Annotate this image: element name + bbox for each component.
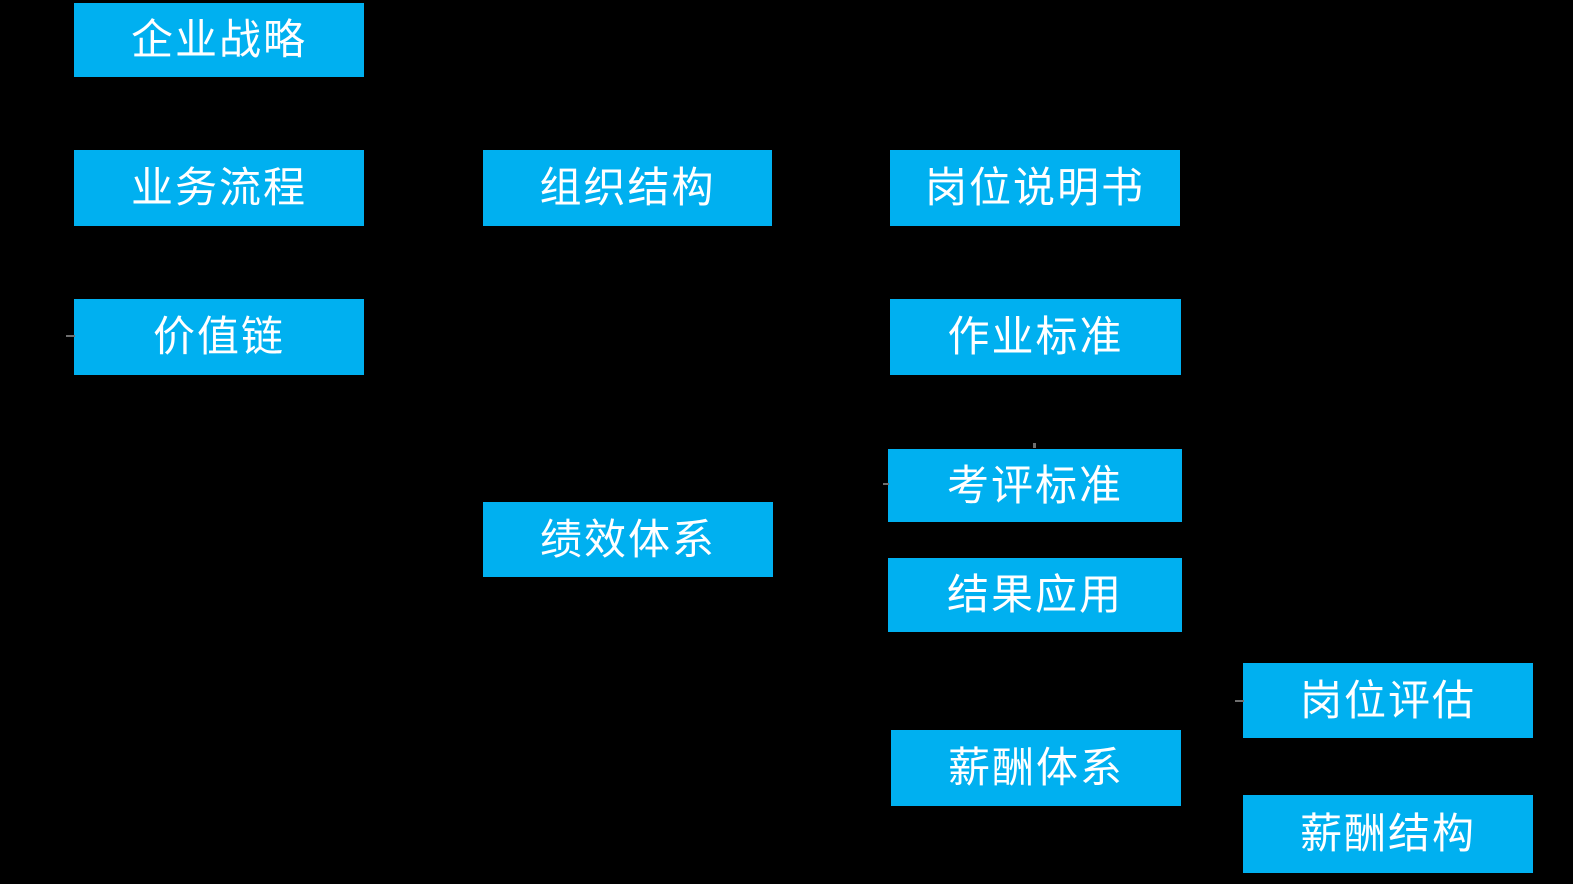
- connector-artifact-job-evaluation-left: [1235, 700, 1244, 702]
- node-performance-system: 绩效体系: [483, 502, 773, 577]
- node-enterprise-strategy: 企业战略: [74, 3, 364, 77]
- node-job-evaluation: 岗位评估: [1243, 663, 1533, 738]
- node-work-standard: 作业标准: [890, 299, 1181, 375]
- node-value-chain: 价值链: [74, 299, 364, 375]
- connector-artifact-value-chain: [66, 335, 75, 337]
- connector-artifact-evaluation-standard-top: [1033, 443, 1036, 448]
- node-salary-structure: 薪酬结构: [1243, 795, 1533, 873]
- node-business-process: 业务流程: [74, 150, 364, 226]
- node-result-application: 结果应用: [888, 558, 1182, 632]
- node-job-description: 岗位说明书: [890, 150, 1180, 226]
- connector-artifact-evaluation-standard-left: [883, 483, 889, 485]
- node-compensation-system: 薪酬体系: [891, 730, 1181, 806]
- node-organization-structure: 组织结构: [483, 150, 772, 226]
- node-evaluation-standard: 考评标准: [888, 449, 1182, 522]
